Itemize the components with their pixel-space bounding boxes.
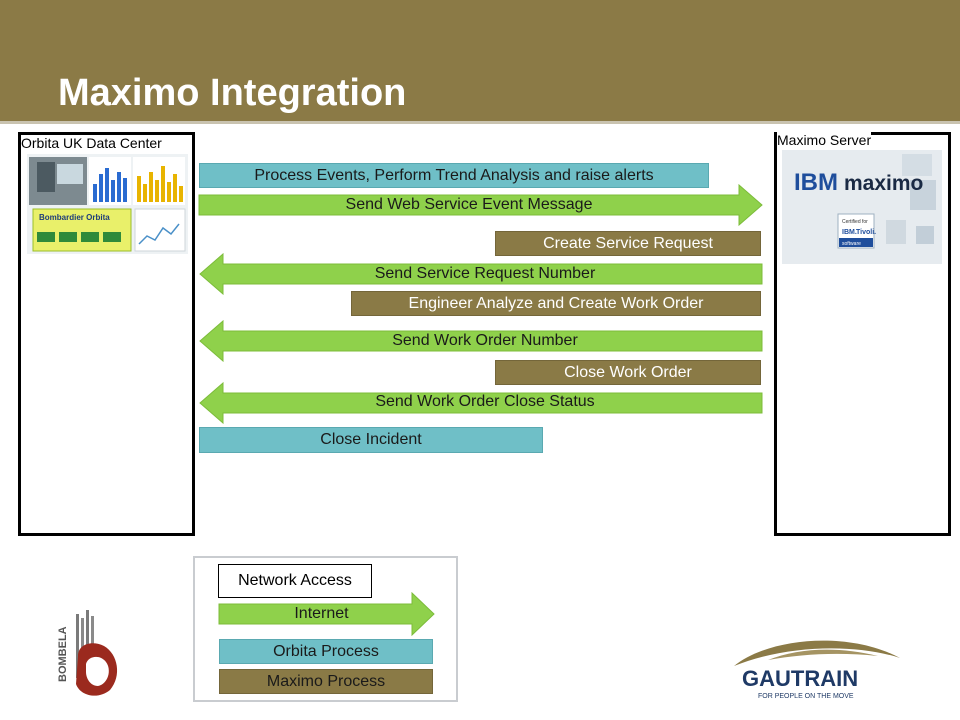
ibm-maximo-image: IBM maximo Certified for IBM. Tivoli. so… (782, 150, 942, 264)
arrow-send-service-request-number-label: Send Service Request Number (374, 265, 596, 282)
slide-title: Maximo Integration (58, 72, 407, 114)
step-process-events-label: Process Events, Perform Trend Analysis a… (254, 166, 654, 184)
maximo-server-label: Maximo Server (777, 132, 872, 148)
software-text: software (842, 241, 861, 247)
ibm-small-text: IBM. (842, 229, 857, 236)
gautrain-tagline: FOR PEOPLE ON THE MOVE (758, 693, 854, 700)
bombela-logo: BOMBELA (57, 610, 118, 696)
svg-text:Bombardier Orbita: Bombardier Orbita (39, 213, 110, 222)
maximo-logo-text: maximo (844, 172, 923, 195)
arrow-send-service-request-number (199, 253, 763, 295)
legend-network-access: Network Access (218, 564, 372, 598)
step-process-events: Process Events, Perform Trend Analysis a… (199, 163, 709, 188)
arrow-send-event-message-label: Send Web Service Event Message (345, 196, 593, 213)
arrow-send-close-status (199, 382, 763, 424)
legend-internet-arrow (218, 592, 435, 636)
step-engineer-analyze-label: Engineer Analyze and Create Work Order (408, 294, 704, 312)
step-close-incident-label: Close Incident (320, 431, 422, 448)
arrow-send-event-message (198, 184, 763, 226)
step-create-service-request-label: Create Service Request (543, 234, 713, 252)
legend-maximo-process-label: Maximo Process (266, 672, 386, 690)
step-close-work-order-label: Close Work Order (564, 363, 692, 381)
legend-maximo-process: Maximo Process (219, 669, 433, 694)
gautrain-logo: GAUTRAIN FOR PEOPLE ON THE MOVE (734, 640, 900, 700)
certified-text: Certified for (842, 219, 868, 225)
gautrain-name: GAUTRAIN (742, 666, 858, 691)
ibm-logo-text: IBM (794, 169, 838, 196)
step-close-work-order: Close Work Order (495, 360, 761, 385)
orbita-screenshot-image: Bombardier Orbita (27, 154, 188, 254)
arrow-send-close-status-label: Send Work Order Close Status (375, 393, 595, 410)
legend-orbita-process-label: Orbita Process (273, 642, 379, 660)
step-create-service-request: Create Service Request (495, 231, 761, 256)
orbita-data-center-label: Orbita UK Data Center (21, 135, 162, 151)
tivoli-text: Tivoli. (856, 229, 876, 236)
step-close-incident: Close Incident (199, 427, 543, 453)
arrow-send-work-order-number-label: Send Work Order Number (392, 332, 578, 349)
title-rule (0, 121, 960, 124)
title-band (0, 0, 960, 121)
bombela-logo-text: BOMBELA (57, 626, 69, 682)
step-engineer-analyze: Engineer Analyze and Create Work Order (351, 291, 761, 316)
arrow-send-work-order-number (199, 320, 763, 362)
legend-orbita-process: Orbita Process (219, 639, 433, 664)
legend-internet-label: Internet (294, 605, 349, 622)
